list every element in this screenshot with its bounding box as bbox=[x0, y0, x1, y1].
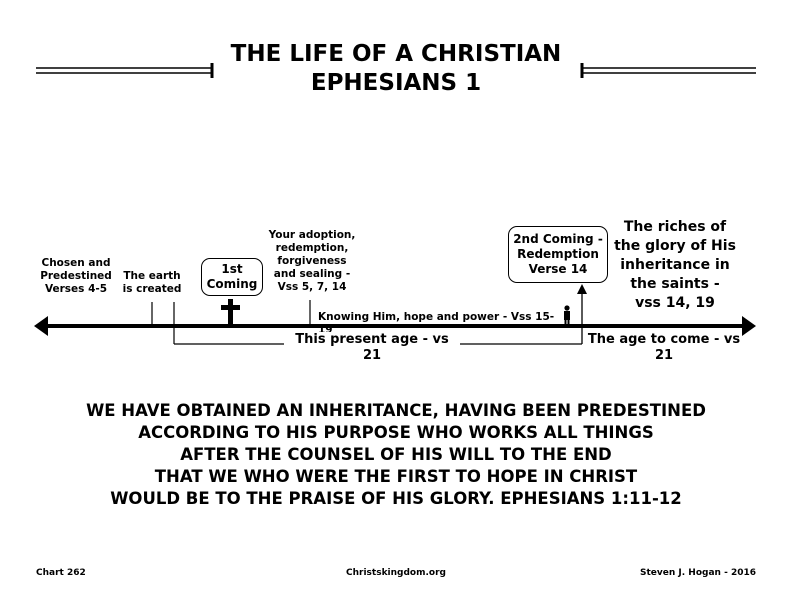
label-earth: The earth is created bbox=[116, 270, 188, 296]
label-riches: The riches of the glory of His inheritan… bbox=[610, 218, 740, 313]
label-adoption-line-5: Vss 5, 7, 14 bbox=[277, 281, 347, 293]
footer-author: Steven J. Hogan - 2016 bbox=[640, 568, 756, 578]
label-riches-line-1: The riches of bbox=[623, 219, 727, 235]
second-coming-line-2: Redemption bbox=[517, 247, 599, 261]
cross-icon bbox=[221, 299, 240, 326]
verse-line-3: AFTER THE COUNSEL OF HIS WILL TO THE END bbox=[180, 445, 612, 464]
title-line-2: EPHESIANS 1 bbox=[310, 70, 482, 96]
arrow-left-icon bbox=[34, 316, 48, 336]
first-coming-box: 1st Coming bbox=[201, 258, 263, 296]
verse-line-1: WE HAVE OBTAINED AN INHERITANCE, HAVING … bbox=[86, 401, 706, 420]
first-coming-line-1: 1st bbox=[221, 262, 243, 276]
verse-line-2: ACCORDING TO HIS PURPOSE WHO WORKS ALL T… bbox=[138, 423, 654, 442]
label-age-to-come: The age to come - vs 21 bbox=[587, 332, 741, 363]
label-chosen-line-3: Verses 4-5 bbox=[44, 283, 108, 295]
label-chosen: Chosen and Predestined Verses 4-5 bbox=[36, 257, 116, 296]
footer-site: Christskingdom.org bbox=[346, 568, 446, 578]
label-riches-line-3: inheritance in bbox=[620, 257, 730, 273]
title-rule-right bbox=[580, 63, 756, 78]
verse-line-5: WOULD BE TO THE PRAISE OF HIS GLORY. EPH… bbox=[110, 489, 682, 508]
timeline-axis bbox=[34, 316, 756, 336]
arrow-up-icon bbox=[577, 284, 587, 344]
verse-line-4: THAT WE WHO WERE THE FIRST TO HOPE IN CH… bbox=[154, 467, 638, 486]
person-icon bbox=[564, 305, 570, 326]
label-earth-line-2: is created bbox=[122, 283, 182, 295]
label-earth-line-1: The earth bbox=[123, 270, 181, 282]
label-adoption: Your adoption, redemption, forgiveness a… bbox=[266, 229, 358, 294]
label-adoption-line-1: Your adoption, bbox=[268, 229, 356, 241]
label-riches-line-4: the saints - bbox=[630, 276, 720, 292]
first-coming-line-2: Coming bbox=[206, 277, 258, 291]
page-title: THE LIFE OF A CHRISTIAN EPHESIANS 1 bbox=[196, 40, 596, 98]
label-riches-line-2: the glory of His bbox=[614, 238, 736, 254]
verse-quote: WE HAVE OBTAINED AN INHERITANCE, HAVING … bbox=[40, 400, 752, 510]
footer-chart-number: Chart 262 bbox=[36, 568, 86, 578]
title-rule-left bbox=[36, 63, 214, 78]
label-chosen-line-2: Predestined bbox=[40, 270, 112, 282]
label-riches-line-5: vss 14, 19 bbox=[635, 295, 715, 311]
arrow-right-icon bbox=[742, 316, 756, 336]
label-chosen-line-1: Chosen and bbox=[41, 257, 111, 269]
second-coming-line-1: 2nd Coming - bbox=[513, 232, 603, 246]
title-line-1: THE LIFE OF A CHRISTIAN bbox=[230, 41, 562, 67]
second-coming-line-3: Verse 14 bbox=[528, 262, 588, 276]
label-adoption-line-2: redemption, bbox=[275, 242, 349, 254]
label-adoption-line-3: forgiveness bbox=[277, 255, 347, 267]
label-adoption-line-4: and sealing - bbox=[273, 268, 351, 280]
label-present-age: This present age - vs 21 bbox=[284, 332, 460, 364]
second-coming-box: 2nd Coming - Redemption Verse 14 bbox=[508, 226, 608, 283]
